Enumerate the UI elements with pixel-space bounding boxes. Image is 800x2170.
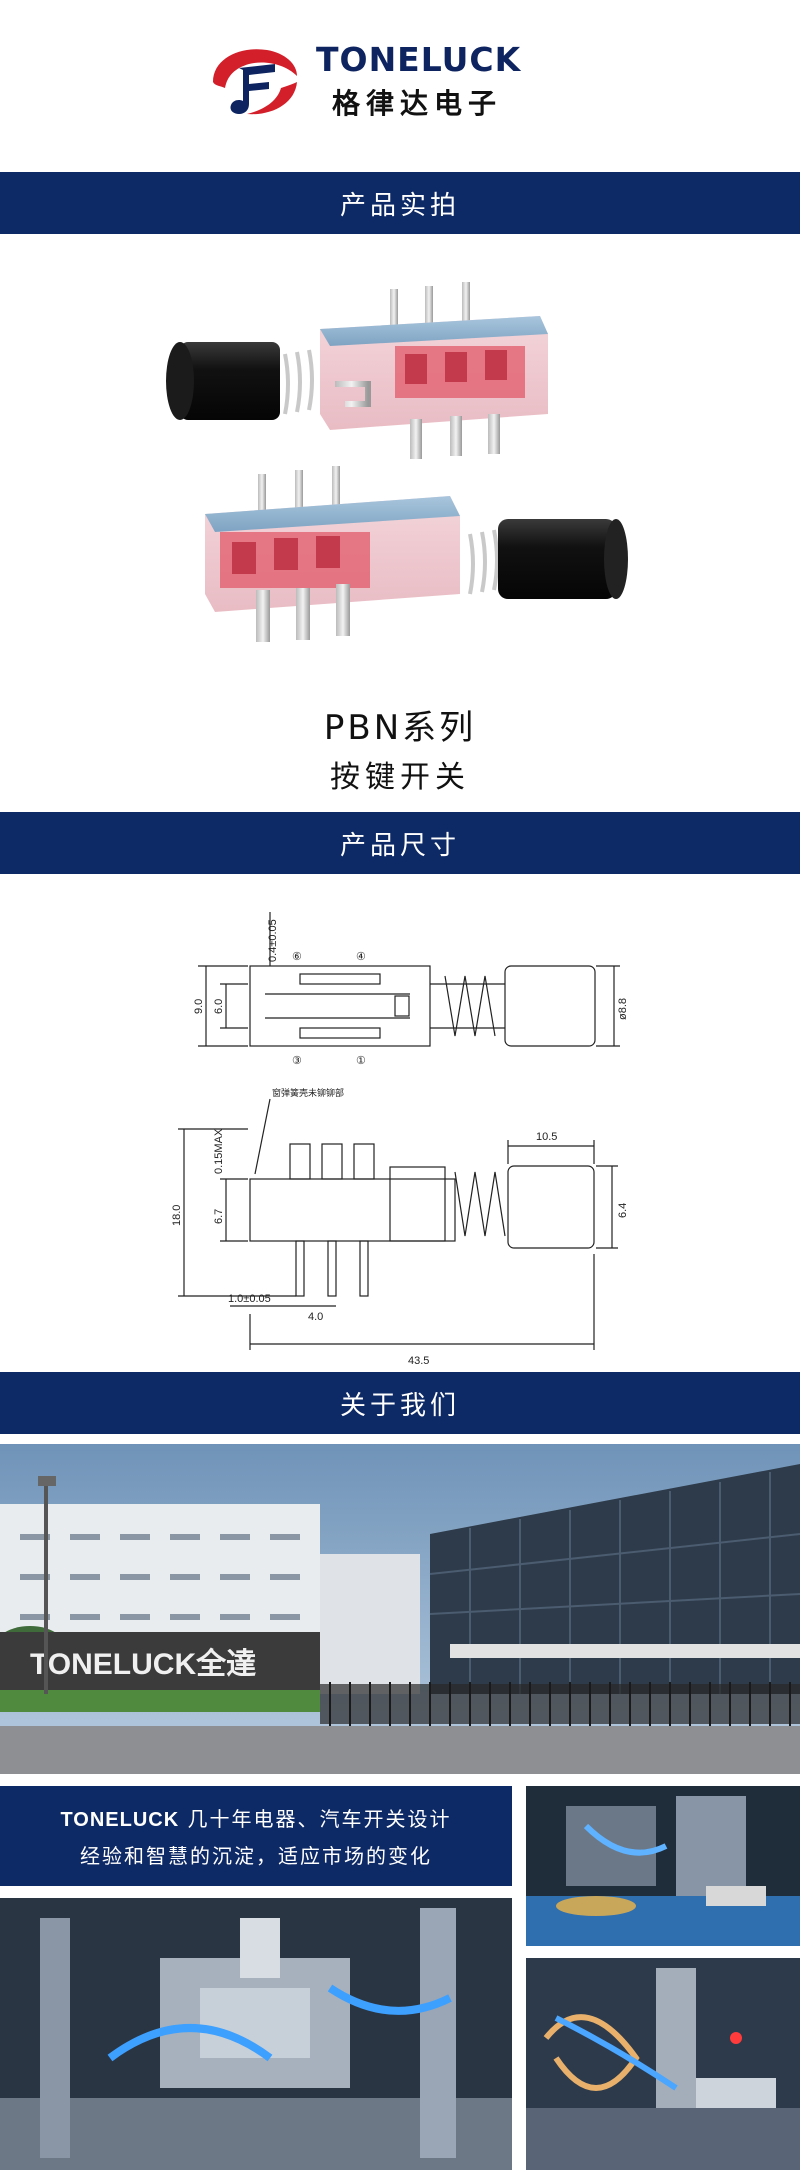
section-title-about: 关于我们 xyxy=(339,1390,460,1421)
dimension-drawing: 0.4±0.05 9.0 6.0 ø8.8 ⑥ ④ ③ ① 窗弹簧壳未铆铆部 0… xyxy=(171,912,629,1367)
factory-photo: TONELUCK全達 xyxy=(0,1444,800,1774)
machine-photo-2 xyxy=(0,1898,512,2170)
section-bar-size: 产品尺寸 xyxy=(0,812,800,874)
pin-label-1: ① xyxy=(356,1055,366,1067)
dim-width-inner: 6.0 xyxy=(213,999,225,1014)
section-bar-photo: 产品实拍 xyxy=(0,172,800,234)
about-line-1: TONELUCK 几十年电器、汽车开关设计 xyxy=(60,1803,451,1832)
toneluck-logo-icon xyxy=(213,49,297,115)
brand-name-cn: 格律达电子 xyxy=(332,87,503,120)
pin-label-4: ④ xyxy=(356,951,366,963)
section-bar-about: 关于我们 xyxy=(0,1372,800,1434)
switch-upper xyxy=(166,282,548,459)
machine-photo-1 xyxy=(526,1786,800,1946)
drawing-note: 窗弹簧壳未铆铆部 xyxy=(272,1087,344,1098)
dim-pin-width: 1.0±0.05 xyxy=(228,1293,271,1305)
brand-name-en: TONELUCK xyxy=(316,40,522,79)
header: TONELUCK 格律达电子 xyxy=(0,0,800,172)
dim-cap-height: 6.4 xyxy=(617,1203,629,1218)
product-series: PBN系列 xyxy=(323,708,477,748)
pin-label-3: ③ xyxy=(292,1055,302,1067)
dim-total-length: 43.5 xyxy=(408,1355,429,1367)
about-line-1-text: 几十年电器、汽车开关设计 xyxy=(179,1807,452,1831)
machine-photo-3 xyxy=(526,1958,800,2170)
factory-sign: TONELUCK全達 xyxy=(30,1647,256,1681)
product-photo xyxy=(166,282,628,642)
dim-cap-length: 10.5 xyxy=(536,1131,557,1143)
about-line-2: 经验和智慧的沉淀，适应市场的变化 xyxy=(80,1844,432,1868)
section-title-photo: 产品实拍 xyxy=(339,190,460,221)
switch-lower xyxy=(205,466,628,642)
pin-label-6: ⑥ xyxy=(292,951,302,963)
dim-cap-diameter: ø8.8 xyxy=(617,998,629,1020)
dim-pin-pitch: 4.0 xyxy=(308,1311,323,1323)
about-text-panel: TONELUCK 几十年电器、汽车开关设计 经验和智慧的沉淀，适应市场的变化 xyxy=(0,1786,512,1886)
dim-height: 18.0 xyxy=(171,1205,183,1226)
dim-width-outer: 9.0 xyxy=(193,999,205,1014)
dim-body: 6.7 xyxy=(213,1209,225,1224)
about-line-1-brand: TONELUCK xyxy=(60,1809,180,1831)
product-type: 按键开关 xyxy=(330,760,470,795)
dim-max: 0.15MAX xyxy=(213,1128,225,1174)
dim-top-clearance: 0.4±0.05 xyxy=(267,919,279,962)
section-title-size: 产品尺寸 xyxy=(339,830,460,861)
